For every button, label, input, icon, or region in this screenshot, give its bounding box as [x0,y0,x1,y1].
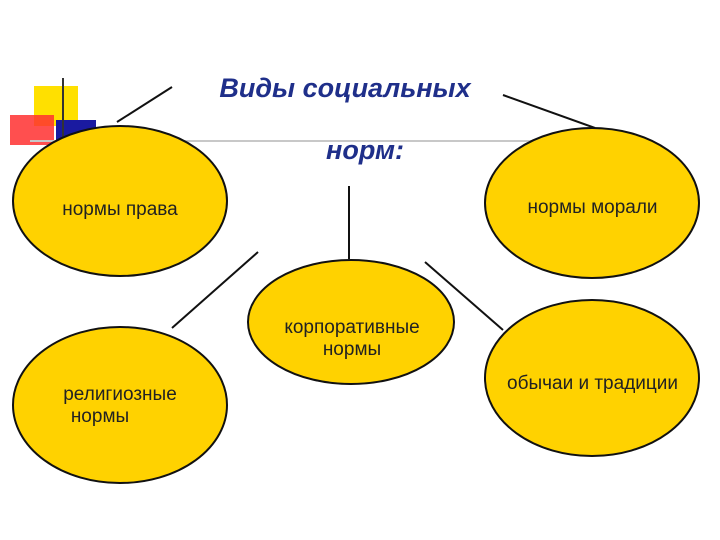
node-label-law: нормы права [30,199,210,221]
ellipse-religious [12,326,228,484]
ellipse-corporate [247,259,455,385]
node-religious-line-1: религиозные [63,384,177,405]
deco-horizontal-rule [30,140,615,142]
ellipse-customs [484,299,700,457]
connector-line-religious [171,251,259,329]
node-corporate-line-2: нормы [322,339,382,360]
node-religious-line-2: нормы [70,406,130,427]
title-line-2: норм: [326,135,404,165]
node-label-religious: религиозные нормы [30,384,210,428]
diagram-title: Виды социальных норм: [190,42,500,197]
node-label-corporate: корпоративные нормы [262,317,442,361]
node-label-customs: обычаи и традиции [485,373,700,395]
connector-line-law [116,86,173,123]
ellipse-morals [484,127,700,279]
node-label-morals: нормы морали [500,197,685,219]
connector-line-morals [502,94,596,129]
connector-line-customs [424,261,504,331]
node-corporate-line-1: корпоративные [284,317,420,338]
ellipse-law [12,125,228,277]
node-law-text: нормы права [62,199,178,220]
title-line-1: Виды социальных [219,73,471,103]
node-customs-text: обычаи и традиции [507,373,678,394]
node-morals-text: нормы морали [527,197,658,218]
deco-vertical-rule [62,78,64,148]
